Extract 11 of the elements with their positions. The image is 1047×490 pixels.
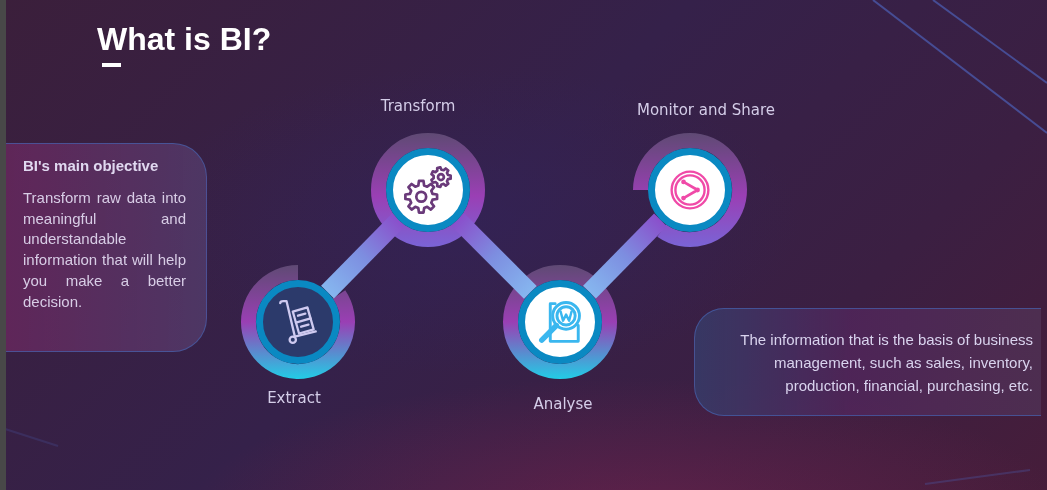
connector-bar bbox=[583, 213, 667, 299]
panel-text: The information that is the basis of business management, such as sales, inventory, production, financial, purchasing, etc. bbox=[739, 329, 1033, 396]
info-panel bbox=[694, 308, 1041, 416]
step-label: Analyse bbox=[533, 395, 593, 413]
step-label: Monitor and Share bbox=[636, 101, 776, 119]
step-label: Transform bbox=[380, 97, 456, 115]
panel-text: Transform raw data into meaningful and understandable information that will help you make a better decision. bbox=[23, 188, 186, 312]
slide-title: What is BI? bbox=[97, 20, 272, 59]
panel-heading: BI's main objective bbox=[23, 157, 160, 174]
info-panel bbox=[6, 143, 207, 352]
step-label: Extract bbox=[267, 389, 321, 407]
